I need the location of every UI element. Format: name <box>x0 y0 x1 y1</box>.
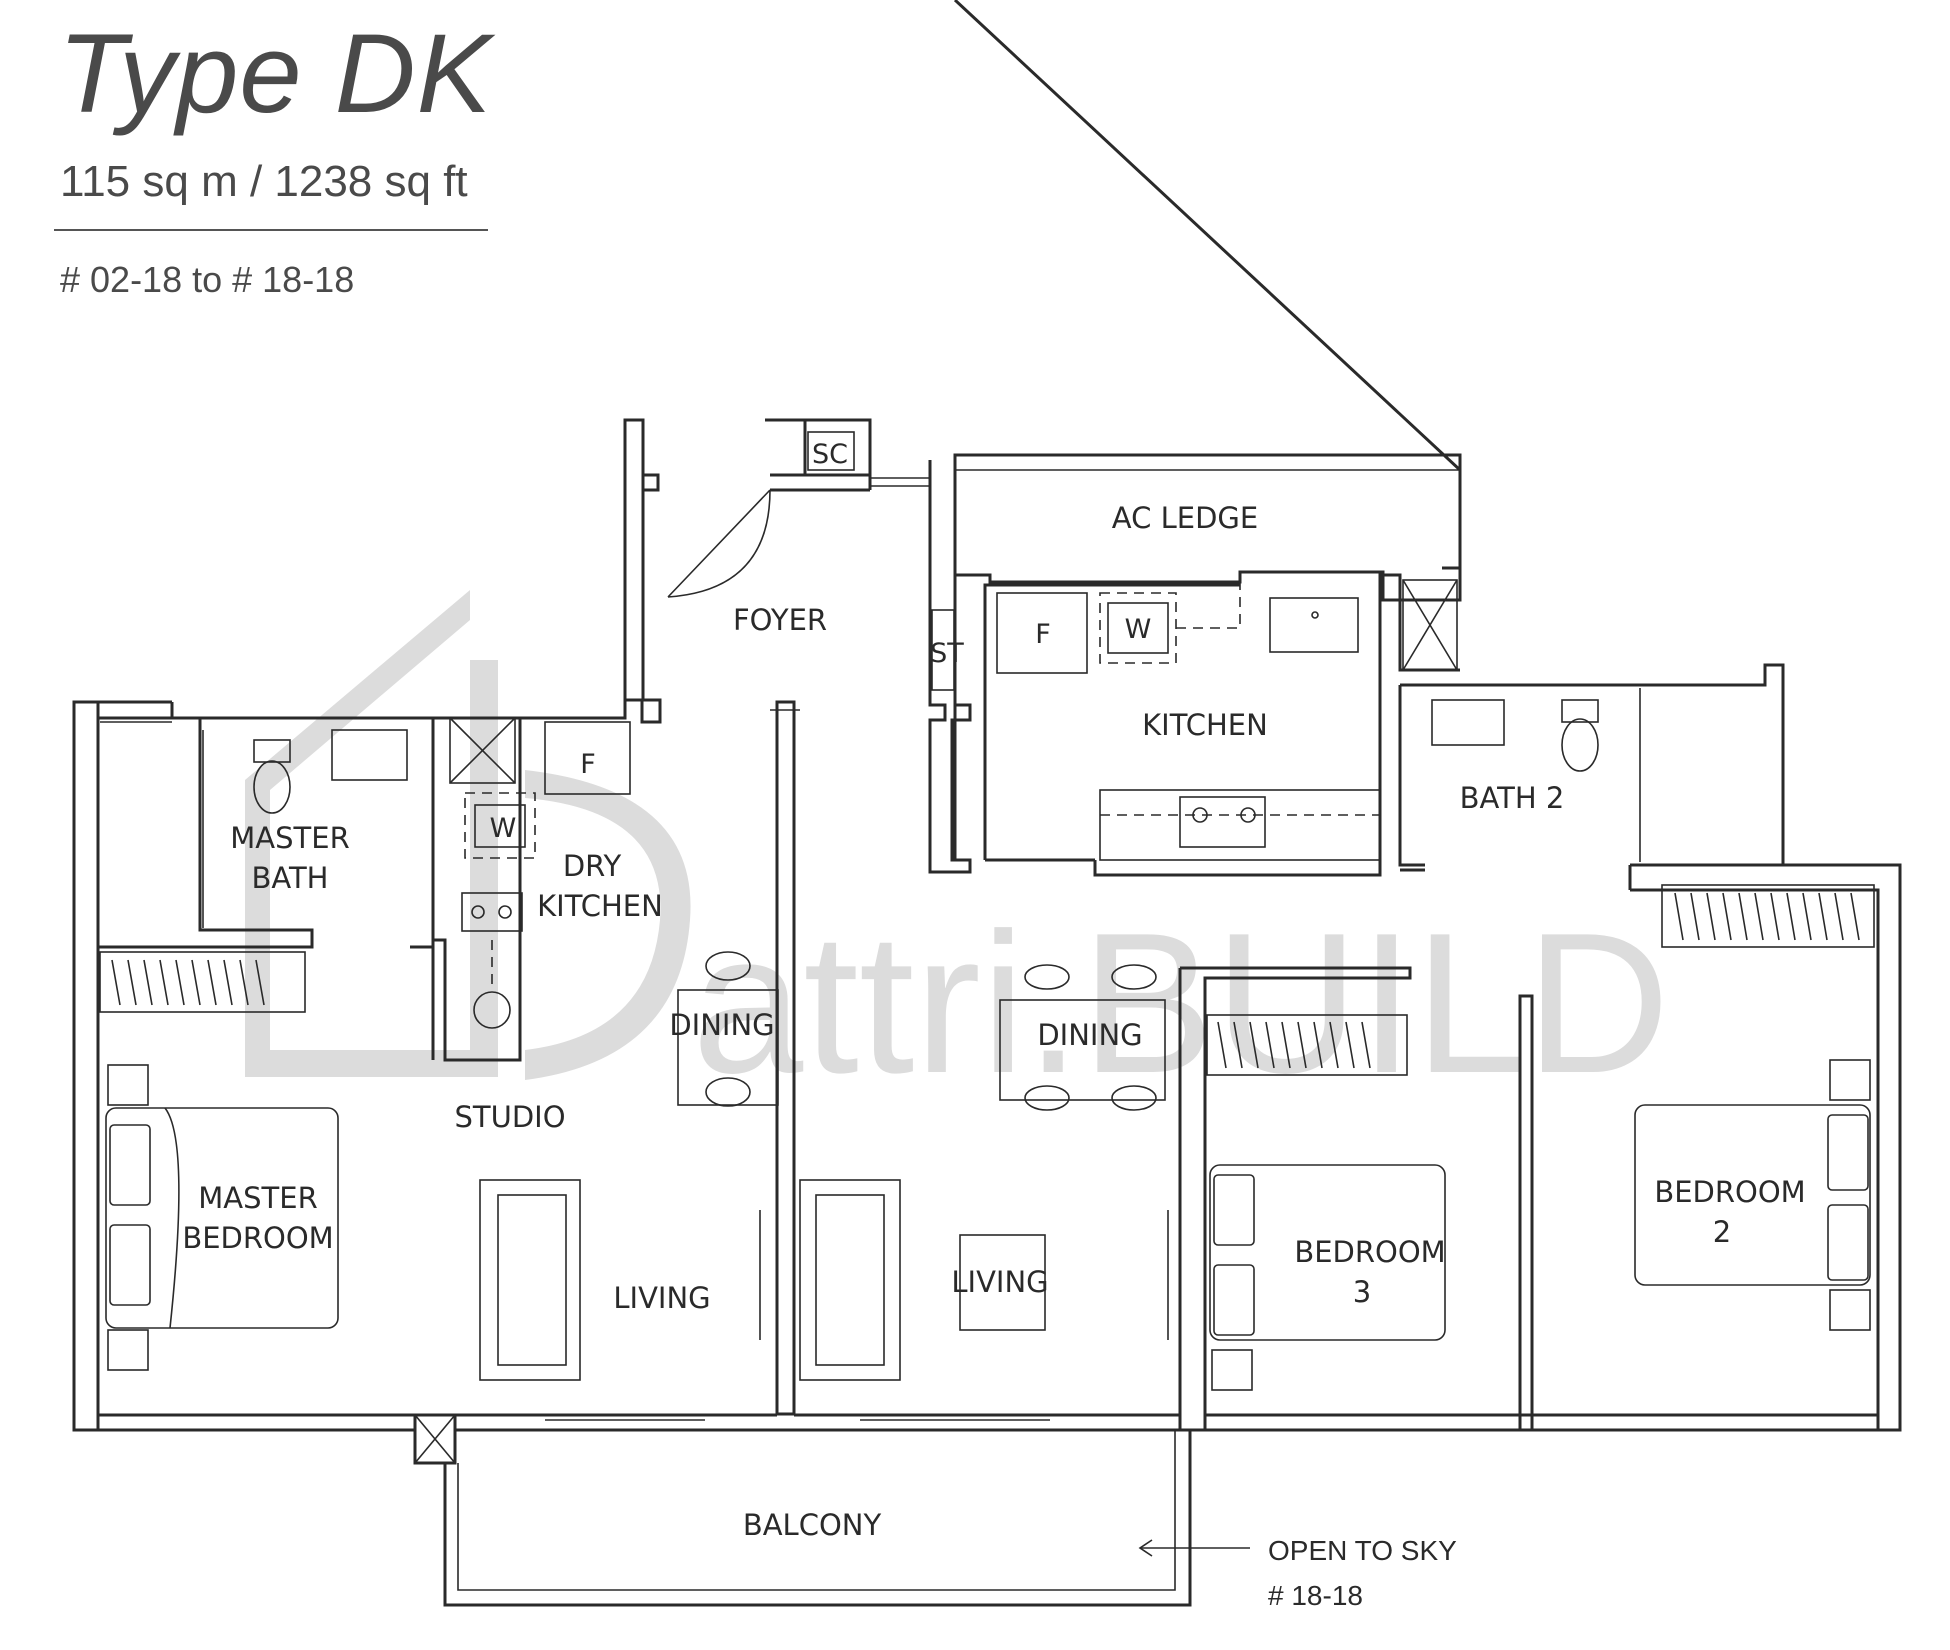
unit-range: # 02-18 to # 18-18 <box>60 259 355 300</box>
label-balcony: BALCONY <box>743 1508 882 1542</box>
note-open-to-sky-unit: # 18-18 <box>1268 1580 1363 1611</box>
label-ac-ledge: AC LEDGE <box>1112 501 1258 535</box>
title-divider <box>54 229 488 231</box>
label-master-bath-1: MASTER <box>230 821 349 855</box>
label-kitchen-fridge: F <box>1035 619 1051 650</box>
label-sc: SC <box>812 439 848 470</box>
label-dining-studio: DINING <box>669 1008 774 1042</box>
label-dining-main: DINING <box>1037 1018 1142 1052</box>
label-dry-kitchen-washer: W <box>490 813 517 844</box>
plan-title: Type DK <box>58 11 493 136</box>
note-open-to-sky: OPEN TO SKY <box>1268 1535 1457 1566</box>
label-master-bedroom-2: BEDROOM <box>182 1221 333 1255</box>
fixtures <box>99 431 1875 1557</box>
label-living-studio: LIVING <box>613 1281 710 1315</box>
label-dry-kitchen-fridge: F <box>580 749 596 780</box>
label-foyer: FOYER <box>733 603 827 637</box>
label-st: ST <box>930 638 964 669</box>
label-living-main: LIVING <box>951 1265 1048 1299</box>
plan-area: 115 sq m / 1238 sq ft <box>60 157 468 206</box>
label-master-bath-2: BATH <box>251 861 328 895</box>
label-studio: STUDIO <box>454 1100 565 1134</box>
label-kitchen: KITCHEN <box>1142 708 1268 742</box>
label-bedroom-2-1: BEDROOM <box>1654 1175 1805 1209</box>
label-master-bedroom-1: MASTER <box>198 1181 317 1215</box>
label-bedroom-2-2: 2 <box>1713 1215 1731 1249</box>
walls <box>72 0 1902 1607</box>
label-bath-2: BATH 2 <box>1460 781 1565 815</box>
label-kitchen-washer: W <box>1125 614 1152 645</box>
label-dry-kitchen-2: KITCHEN <box>537 889 663 923</box>
label-dry-kitchen-1: DRY <box>563 849 622 883</box>
label-bedroom-3-2: 3 <box>1353 1275 1371 1309</box>
label-bedroom-3-1: BEDROOM <box>1294 1235 1445 1269</box>
watermark-logo <box>245 590 691 1080</box>
